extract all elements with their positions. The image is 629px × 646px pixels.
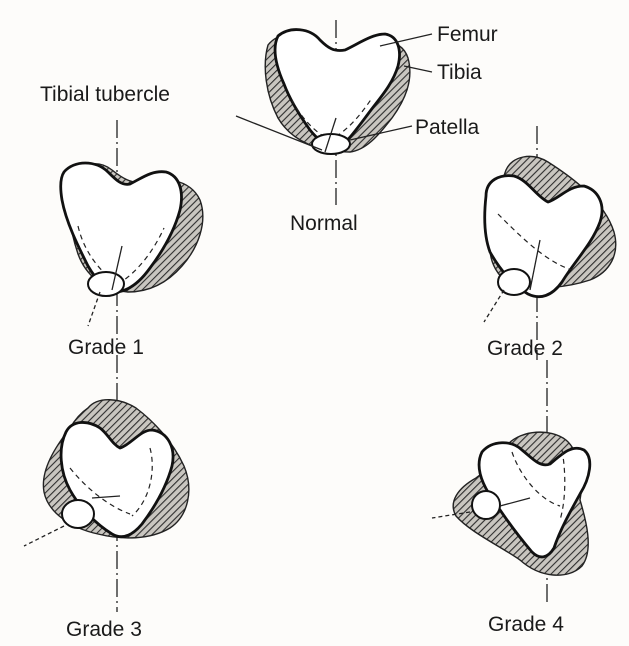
grade4-patella [472, 491, 500, 519]
grade2-tubercle-pointer [484, 290, 504, 322]
normal-patella [312, 134, 350, 154]
tibial-tubercle-label: Tibial tubercle [40, 84, 170, 105]
grade1-patella [88, 272, 124, 296]
grade4-knee [432, 360, 590, 606]
stage-label-normal: Normal [290, 213, 358, 234]
femur-label: Femur [437, 24, 498, 45]
stage-label-grade4: Grade 4 [488, 614, 564, 635]
grade3-tubercle-pointer [24, 526, 64, 546]
stage-label-grade2: Grade 2 [487, 338, 563, 359]
grade2-knee [484, 126, 616, 360]
tibia-label: Tibia [437, 62, 482, 83]
grade1-tubercle-pointer [88, 292, 100, 326]
stage-label-grade1: Grade 1 [68, 337, 144, 358]
stage-label-grade3: Grade 3 [66, 619, 142, 640]
normal-knee [236, 20, 432, 205]
grade3-patella [62, 500, 94, 528]
grade1-knee [61, 120, 203, 340]
grade3-knee [24, 355, 189, 612]
patella-label: Patella [415, 117, 479, 138]
